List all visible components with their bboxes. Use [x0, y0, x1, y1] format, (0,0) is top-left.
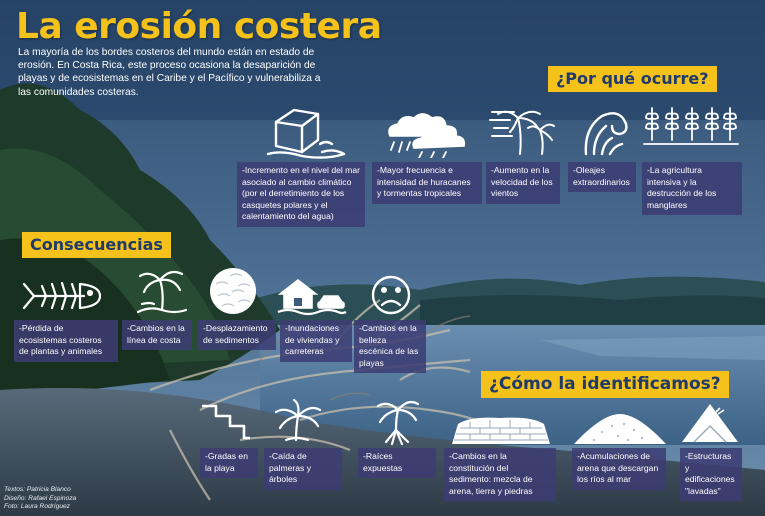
fallen-palm-icon: [272, 398, 324, 444]
why-item-1: -Incremento en el nivel del mar asociado…: [237, 162, 365, 227]
palm-coast-icon: [136, 266, 188, 316]
identify-item-4: -Cambios en la constitución del sediment…: [444, 448, 556, 502]
windy-palms-icon: [488, 104, 556, 156]
wave-icon: [580, 108, 630, 158]
identify-item-5: -Acumulaciones de arena que descargan lo…: [572, 448, 666, 490]
identify-item-1: -Gradas en la playa: [200, 448, 258, 479]
why-heading: ¿Por qué ocurre?: [548, 66, 717, 92]
identify-heading: ¿Cómo la identificamos?: [481, 371, 729, 398]
consequences-heading: Consecuencias: [22, 232, 171, 258]
flooded-house-icon: [276, 276, 348, 318]
why-item-5: -La agricultura intensiva y la destrucci…: [642, 162, 742, 216]
steps-icon: [200, 402, 252, 442]
consequence-item-4: -Inundaciones de viviendas y carreteras: [280, 320, 352, 362]
sand-pile-icon: [572, 410, 668, 446]
why-item-3: -Aumento en la velocidad de los vientos: [486, 162, 560, 204]
sediment-layers-icon: [450, 414, 552, 446]
consequence-item-5: -Cambios en la belleza escénica de las p…: [354, 320, 426, 374]
identify-item-3: -Raíces expuestas: [358, 448, 436, 479]
storm-clouds-icon: [378, 110, 470, 158]
consequence-item-1: -Pérdida de ecosistemas costeros de plan…: [14, 320, 118, 362]
crops-icon: [642, 104, 740, 146]
sediment-icon: [208, 266, 258, 316]
credit-design: Diseño: Rafael Espinoza: [4, 494, 77, 502]
fish-skeleton-icon: [22, 278, 102, 314]
why-item-4: -Oleajes extraordinarios: [568, 162, 636, 193]
credit-texts: Textos: Patricia Blanco: [4, 486, 71, 493]
identify-item-6: -Estructuras y edificaciones "lavadas": [680, 448, 742, 502]
melting-ice-icon: [262, 104, 348, 160]
identify-item-2: -Caída de palmeras y árboles: [264, 448, 342, 490]
page-title: La erosión costera: [16, 6, 382, 47]
why-item-2: -Mayor frecuencia e intensidad de huraca…: [372, 162, 482, 204]
credits: Textos: Patricia Blanco Diseño: Rafael E…: [4, 486, 76, 512]
sad-face-icon: [370, 274, 412, 316]
intro-paragraph: La mayoría de los bordes costeros del mu…: [18, 47, 321, 98]
consequence-item-3: -Desplazamiento de sedimentos: [198, 320, 276, 351]
consequence-item-2: -Cambios en la línea de costa: [122, 320, 192, 351]
exposed-roots-icon: [374, 396, 420, 446]
credit-photo: Foto: Laura Rodríguez: [4, 503, 70, 511]
washed-structure-icon: [680, 400, 740, 446]
